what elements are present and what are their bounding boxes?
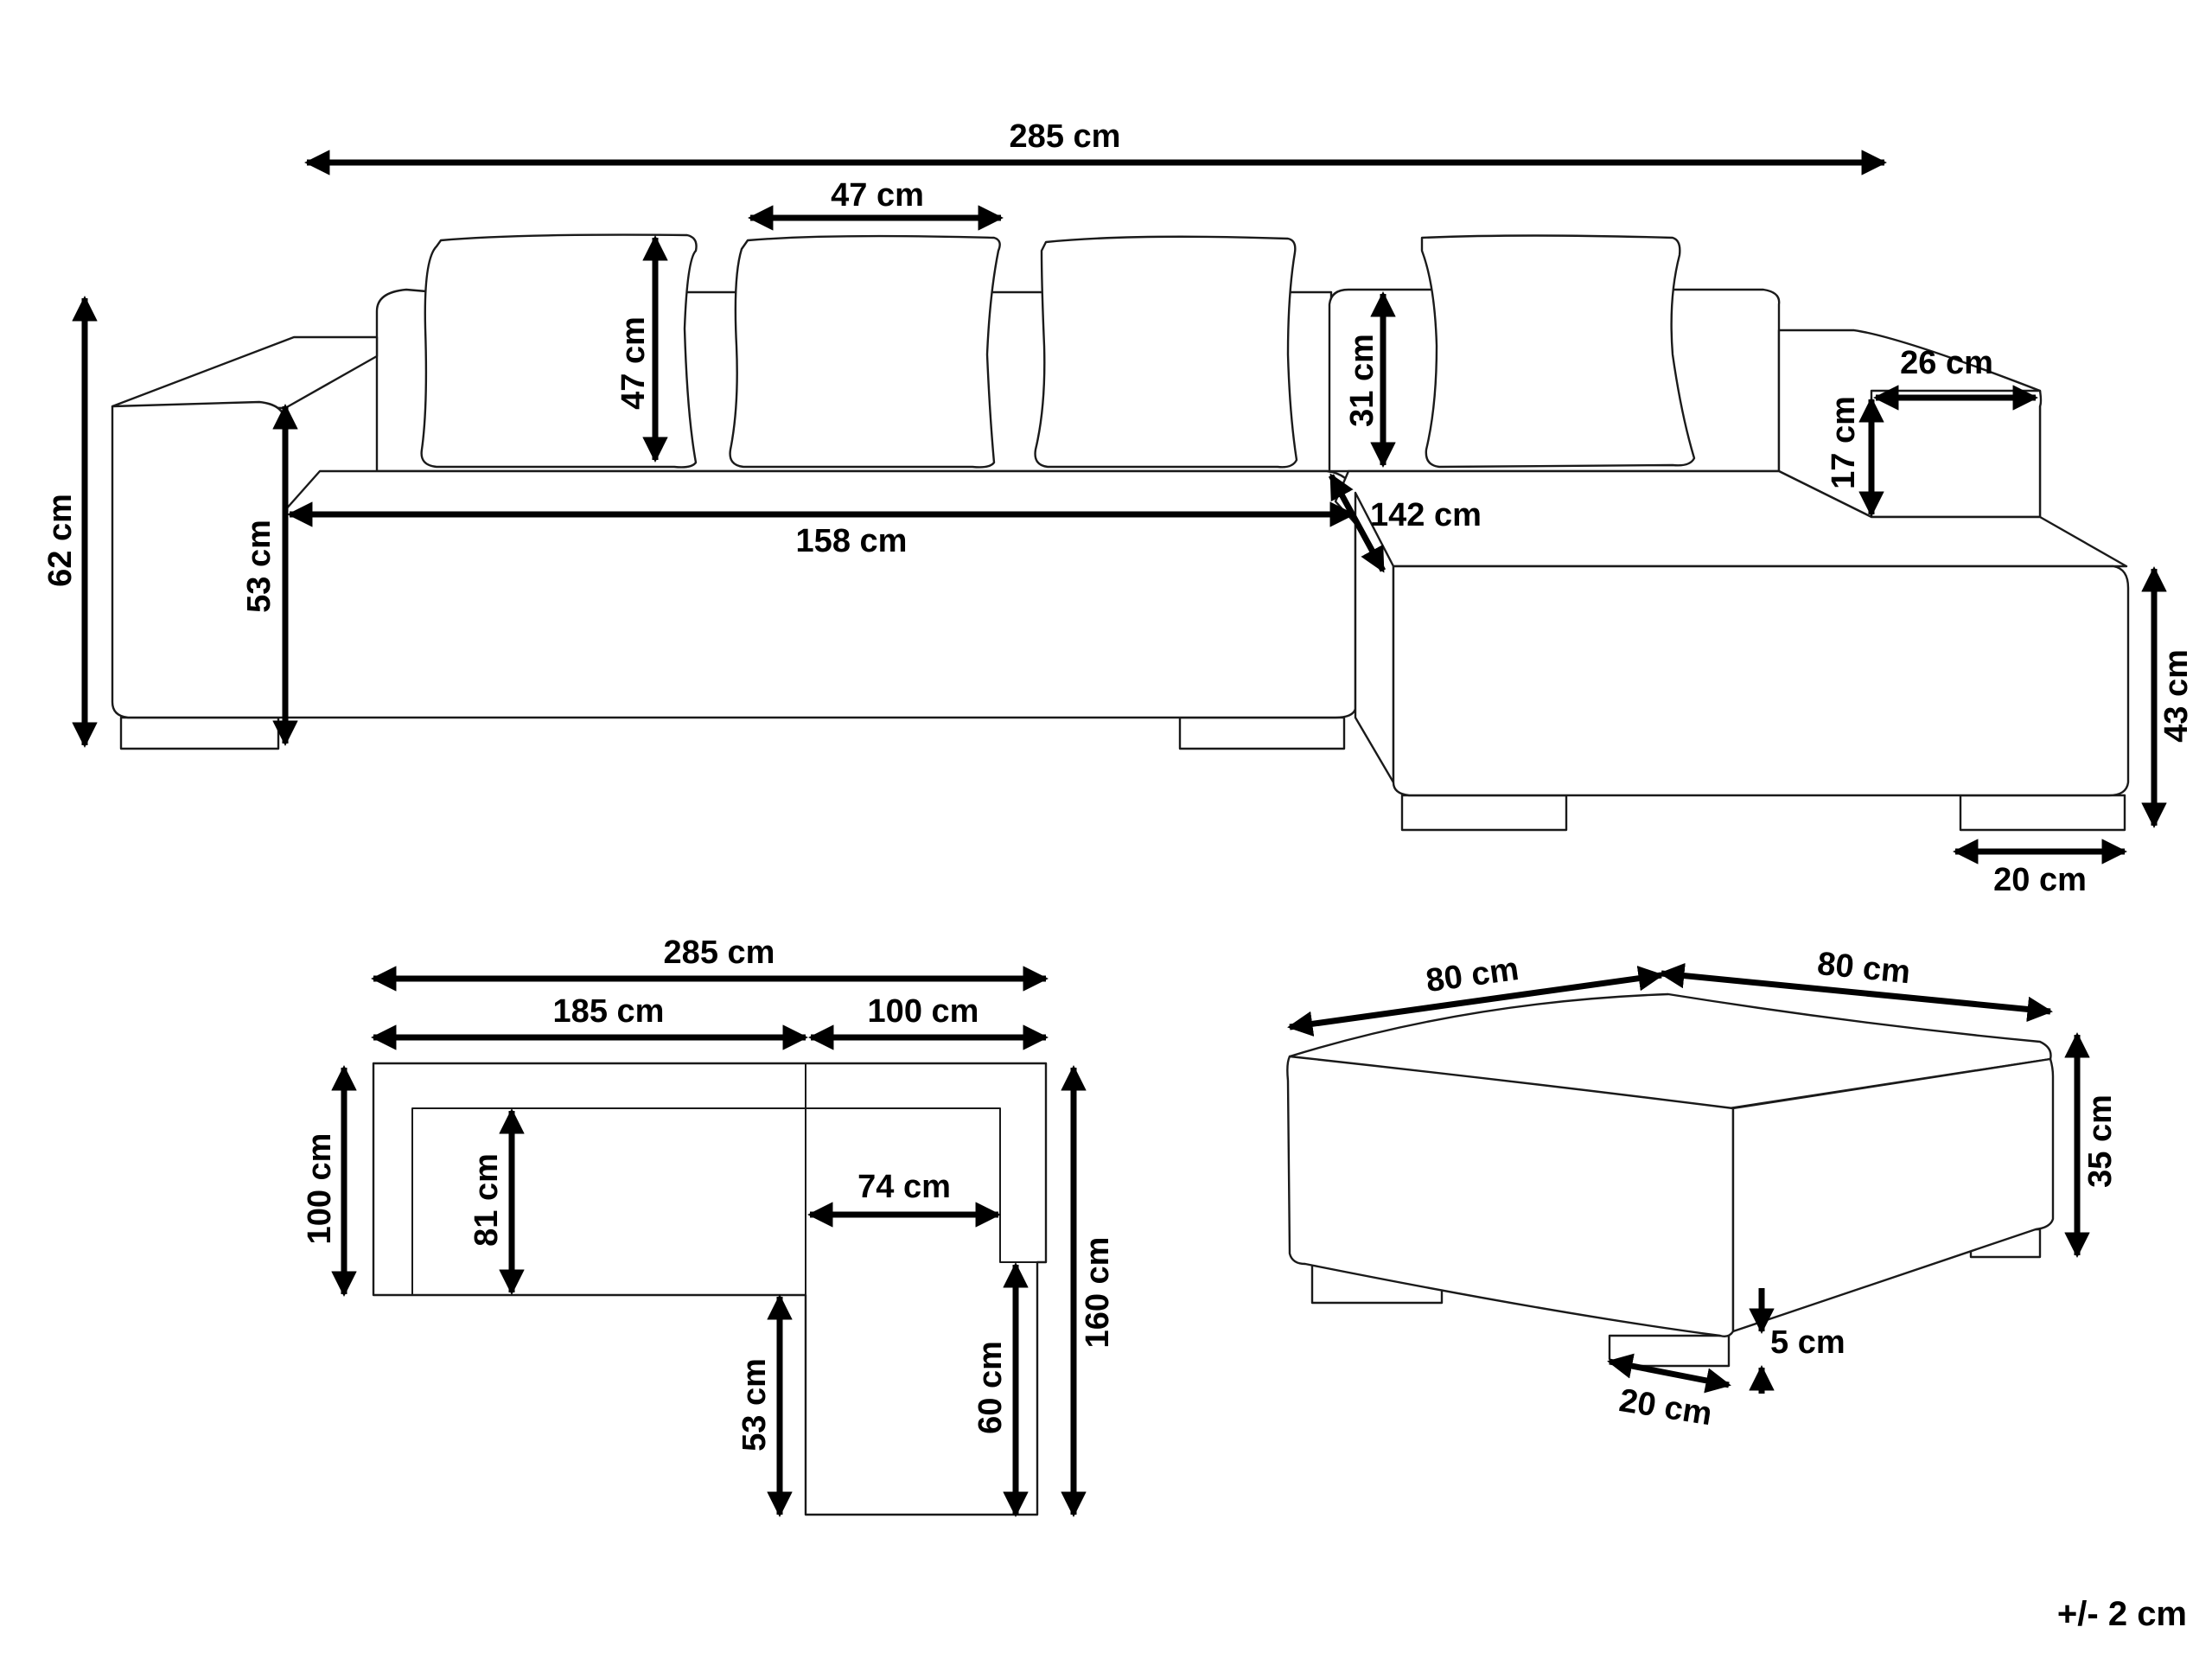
tolerance-note: +/- 2 cm xyxy=(2057,1595,2187,1633)
label-chaise-inner: 53 cm xyxy=(736,1358,773,1452)
label-chaise-length: 160 cm xyxy=(1080,1237,1116,1349)
label-armrest-height: 17 cm xyxy=(1826,396,1862,489)
label-cushion-height: 47 cm xyxy=(615,316,652,410)
label-chaise-depth: 142 cm xyxy=(1370,497,1482,533)
chaise-armrest xyxy=(1870,389,2043,519)
label-seat-width: 158 cm xyxy=(796,523,908,559)
dim-line-ottoman-width-left xyxy=(1287,966,1664,1037)
label-ottoman-leg-width: 20 cm xyxy=(1616,1382,1714,1432)
sofa-leg-left xyxy=(119,716,280,750)
label-chaise-seat-length: 60 cm xyxy=(972,1341,1009,1434)
ottoman xyxy=(1286,992,2055,1368)
left-armrest-top xyxy=(111,335,379,410)
dim-line-ottoman-width-right xyxy=(1659,962,2053,1023)
top-view-dimensions: 285 cm 185 cm 100 cm 100 cm 81 cm 74 cm … xyxy=(302,935,1116,1517)
front-view-dimensions: 285 cm 47 cm 47 cm 62 cm 53 cm 158 cm 14… xyxy=(42,118,2195,898)
chaise-seat-front xyxy=(1392,565,2130,797)
label-chaise-height: 43 cm xyxy=(2158,649,2195,743)
label-leg-width: 20 cm xyxy=(1993,862,2087,898)
label-armrest-width: 26 cm xyxy=(1900,345,1993,381)
ottoman-leg-front xyxy=(1608,1334,1731,1368)
back-cushion-4 xyxy=(1420,234,1696,469)
label-ottoman-width-left: 80 cm xyxy=(1424,951,1520,999)
dim-line-chaise-depth xyxy=(1328,473,1386,573)
sofa-seat xyxy=(284,469,1357,719)
chaise-leg-right xyxy=(1959,794,2126,832)
top-view-plan xyxy=(372,1062,1048,1516)
front-view-sofa xyxy=(111,233,2130,832)
back-cushion-3 xyxy=(1034,235,1298,469)
ottoman-side-face xyxy=(1731,1057,2055,1333)
chaise-leg-left xyxy=(1400,794,1568,832)
label-total-height: 62 cm xyxy=(42,494,79,587)
ottoman-front-face xyxy=(1286,1055,1735,1338)
dim-line-ottoman-leg-width xyxy=(1607,1353,1731,1394)
label-chaise-section: 100 cm xyxy=(868,993,979,1030)
label-ottoman-height: 35 cm xyxy=(2082,1094,2119,1188)
sofa-leg-middle xyxy=(1178,716,1346,750)
label-cushion-width: 47 cm xyxy=(831,177,924,214)
label-chaise-seat-width: 74 cm xyxy=(857,1169,951,1205)
label-seat-height: 53 cm xyxy=(241,520,277,613)
back-cushion-1 xyxy=(420,233,698,469)
label-overall-width: 285 cm xyxy=(1010,118,1121,155)
back-cushion-2 xyxy=(729,234,1001,469)
label-seat-depth: 81 cm xyxy=(469,1153,505,1247)
label-ottoman-width-right: 80 cm xyxy=(1816,946,1912,991)
label-top-overall: 285 cm xyxy=(664,935,775,971)
label-ottoman-leg-height: 5 cm xyxy=(1770,1324,1845,1361)
top-view-outer xyxy=(372,1062,1048,1516)
label-top-depth: 100 cm xyxy=(302,1133,338,1245)
label-main-section: 185 cm xyxy=(553,993,665,1030)
top-view-seat-outline xyxy=(411,1107,1038,1296)
label-back-cushion-height: 31 cm xyxy=(1344,334,1380,427)
